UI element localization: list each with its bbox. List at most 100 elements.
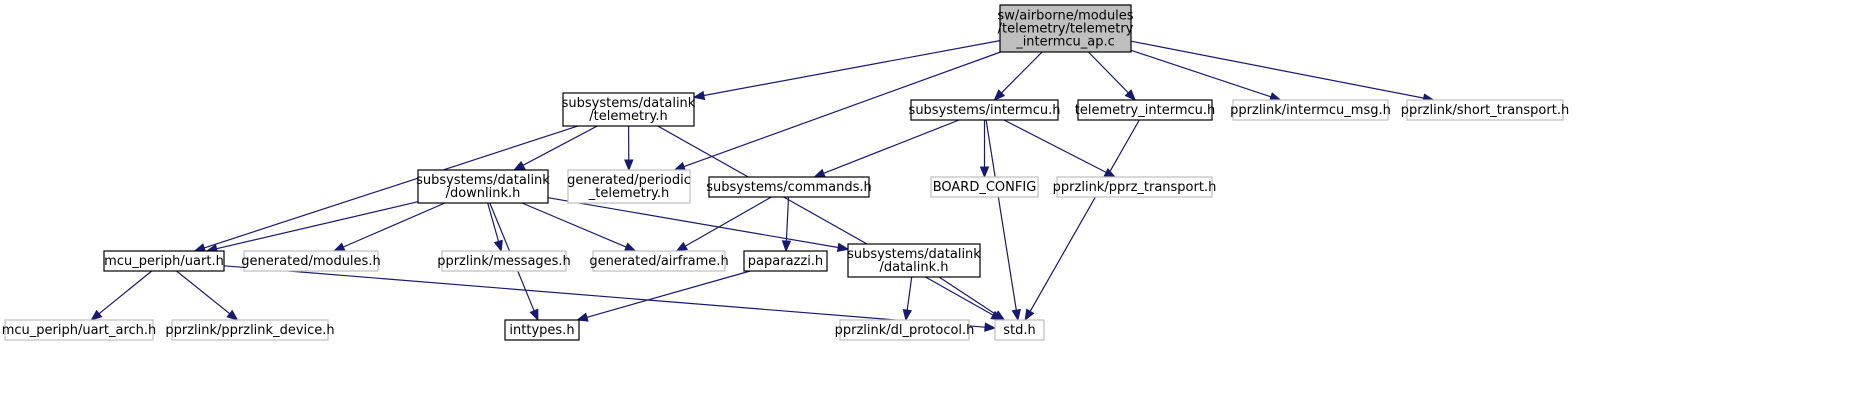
- edge-arrowhead: [813, 168, 826, 178]
- node-label-line: /telemetry.h: [589, 109, 667, 124]
- edge-line: [521, 202, 627, 248]
- node-label-line: sw/airborne/modules: [997, 9, 1133, 24]
- edge-root-to-dl_telemetry: [692, 40, 1001, 101]
- node-label-line: BOARD_CONFIG: [933, 180, 1037, 195]
- graph-nodes: sw/airborne/modules/telemetry/telemetry_…: [2, 4, 1569, 341]
- edge-line: [522, 125, 598, 166]
- edge-arrowhead: [623, 242, 637, 252]
- edge-line: [1130, 49, 1272, 98]
- edge-dl_datalink-to-std_h: [938, 276, 1006, 321]
- edge-line: [586, 270, 751, 318]
- edge-root-to-short_transport: [1130, 40, 1435, 103]
- edge-dl_downlink-to-messages_h: [487, 202, 503, 253]
- edge-arrowhead: [493, 239, 503, 253]
- node-label-line: std.h: [1003, 323, 1036, 338]
- edge-line: [823, 119, 960, 174]
- node-box: [930, 176, 1039, 198]
- edge-arrowhead: [673, 161, 687, 171]
- node-dl-protocol: pprzlink/dl_protocol.h: [835, 319, 975, 341]
- node-label-line: inttypes.h: [509, 323, 574, 338]
- node-box: [4, 319, 154, 341]
- node-label-line: telemetry_intermcu.h: [1075, 103, 1216, 118]
- edge-uart_h-to-std_h: [223, 265, 997, 332]
- node-box: [171, 319, 329, 341]
- edge-arrowhead: [993, 89, 1006, 101]
- node-box: [1406, 99, 1564, 121]
- node-periodic-telemetry: generated/periodic_telemetry.h: [567, 169, 691, 204]
- edge-arrowhead: [513, 160, 526, 171]
- edge-line: [906, 276, 913, 311]
- node-inttypes-h[interactable]: inttypes.h: [504, 319, 580, 341]
- edge-line: [985, 119, 1017, 311]
- node-label-line: /datalink.h: [879, 260, 948, 275]
- node-label-line: _telemetry.h: [588, 186, 670, 201]
- node-label-line: subsystems/datalink: [562, 96, 696, 111]
- edge-line: [547, 197, 839, 249]
- node-box: [910, 99, 1059, 121]
- node-pprzlink-device: pprzlink/pprzlink_device.h: [165, 319, 335, 341]
- node-paparazzi-h[interactable]: paparazzi.h: [743, 250, 828, 272]
- node-uart-h[interactable]: mcu_periph/uart.h: [103, 250, 225, 272]
- edge-arrowhead: [576, 312, 589, 322]
- node-label-line: generated/airframe.h: [589, 254, 728, 269]
- edge-line: [1087, 51, 1129, 94]
- edge-arrowhead: [675, 241, 688, 252]
- node-dl-datalink[interactable]: subsystems/datalink/datalink.h: [847, 243, 981, 278]
- node-box: [567, 169, 691, 204]
- edge-arrowhead: [332, 242, 346, 252]
- node-telemetry-intermcu-h[interactable]: telemetry_intermcu.h: [1075, 99, 1216, 121]
- edge-line: [657, 125, 994, 316]
- node-box: [1056, 176, 1213, 198]
- edge-commands_h-to-paparazzi_h: [781, 196, 792, 253]
- edge-arrowhead: [1024, 308, 1035, 322]
- node-std-h: std.h: [994, 319, 1045, 341]
- node-label-line: subsystems/datalink: [416, 173, 550, 188]
- node-label-line: _intermcu_ap.c: [1015, 35, 1115, 50]
- edge-arrowhead: [226, 309, 239, 321]
- node-label-line: subsystems/intermcu.h: [909, 103, 1061, 118]
- edge-arrowhead: [1124, 89, 1137, 101]
- node-modules-h: generated/modules.h: [241, 250, 381, 272]
- node-box: [743, 250, 828, 272]
- edge-root-to-intermcu_h: [993, 51, 1043, 101]
- edge-line: [343, 202, 446, 248]
- edge-line: [487, 202, 500, 242]
- node-label-line: /telemetry/telemetry: [998, 22, 1134, 37]
- node-box: [592, 250, 726, 272]
- node-label-line: pprzlink/dl_protocol.h: [835, 323, 975, 338]
- node-messages-h: pprzlink/messages.h: [437, 250, 571, 272]
- edge-line: [785, 196, 790, 242]
- node-label-line: subsystems/datalink: [847, 247, 981, 262]
- node-box: [847, 243, 981, 278]
- node-dl-telemetry[interactable]: subsystems/datalink/telemetry.h: [562, 92, 696, 127]
- edge-dl_telemetry-to-std_h: [657, 125, 1003, 321]
- node-box: [417, 169, 549, 204]
- edge-line: [176, 270, 231, 315]
- edge-dl_datalink-to-dl_protocol: [902, 276, 913, 322]
- node-dl-downlink[interactable]: subsystems/datalink/downlink.h: [416, 169, 550, 204]
- node-label-line: generated/periodic: [567, 173, 691, 188]
- node-label-line: /downlink.h: [446, 186, 521, 201]
- node-label-line: pprzlink/pprzlink_device.h: [165, 323, 334, 338]
- node-box: [441, 250, 567, 272]
- edge-root-to-telemetry_intermcu_h: [1087, 51, 1137, 101]
- edge-arrowhead: [836, 242, 850, 253]
- edge-arrowhead: [90, 309, 103, 321]
- edge-line: [223, 265, 986, 328]
- edge-arrowhead: [984, 322, 997, 332]
- node-label-line: subsystems/commands.h: [706, 180, 871, 195]
- edge-arrowhead: [902, 309, 913, 322]
- node-uart-arch: mcu_periph/uart_arch.h: [2, 319, 156, 341]
- node-short-transport: pprzlink/short_transport.h: [1401, 99, 1569, 121]
- edge-root-to-intermcu_msg: [1130, 49, 1282, 102]
- edge-arrowhead: [692, 90, 706, 101]
- node-root[interactable]: sw/airborne/modules/telemetry/telemetry_…: [997, 4, 1134, 53]
- edge-line: [204, 125, 579, 249]
- node-commands-h[interactable]: subsystems/commands.h: [706, 176, 872, 198]
- node-airframe-h: generated/airframe.h: [589, 250, 729, 272]
- edge-line: [216, 201, 419, 250]
- node-box: [504, 319, 580, 341]
- node-box: [243, 250, 379, 272]
- node-intermcu-h[interactable]: subsystems/intermcu.h: [909, 99, 1061, 121]
